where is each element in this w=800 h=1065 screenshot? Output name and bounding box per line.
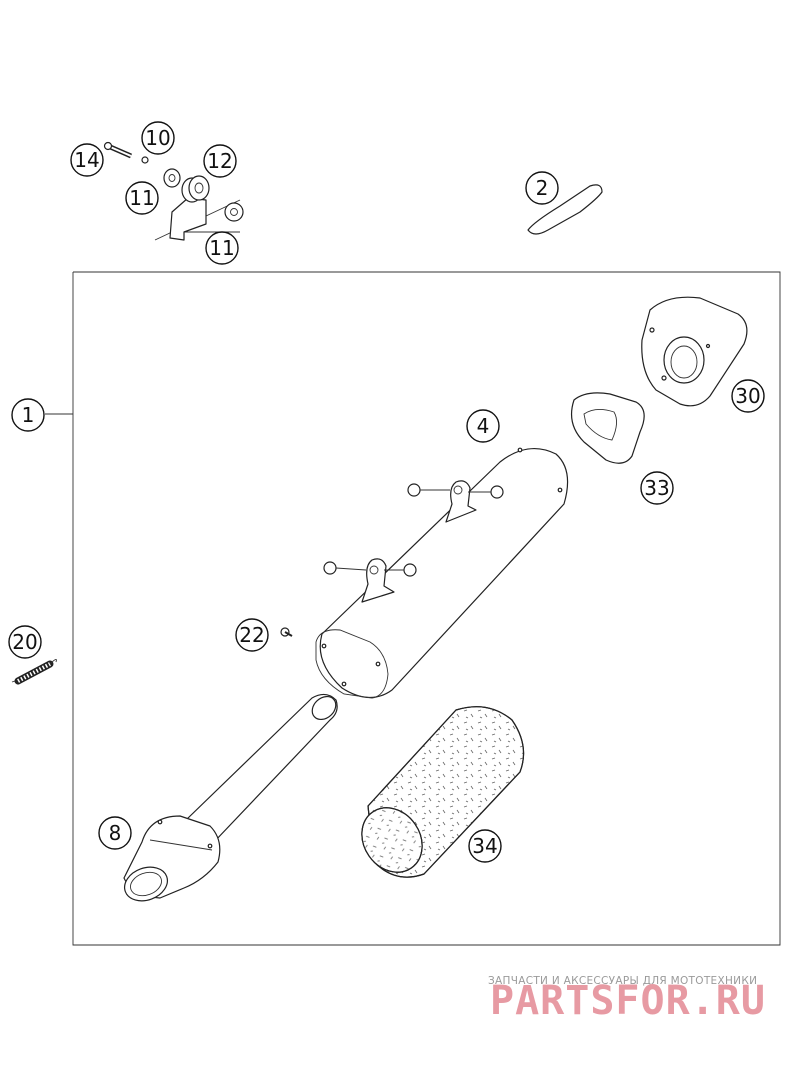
callout-30: 30 [731,379,765,413]
callout-2: 2 [525,171,559,205]
silencer-body [315,447,569,699]
callout-14: 14 [70,143,104,177]
mounting-bracket [169,197,207,241]
screw [280,627,293,637]
callout-20: 20 [8,625,42,659]
svg-text:22: 22 [239,623,264,647]
svg-text:1: 1 [22,403,35,427]
assembly-frame [45,271,781,946]
rubber-bushing [181,175,210,203]
end-cap-gasket [571,392,645,464]
svg-text:14: 14 [74,148,99,172]
silencer-mount-upper [445,480,477,523]
svg-text:11: 11 [129,186,154,210]
svg-text:2: 2 [536,176,549,200]
svg-text:10: 10 [145,126,170,150]
callout-4: 4 [466,409,500,443]
svg-text:34: 34 [472,834,497,858]
silencer-packing [361,706,525,878]
svg-text:4: 4 [477,414,490,438]
bolt [103,141,132,159]
svg-text:33: 33 [644,476,669,500]
svg-text:8: 8 [109,821,122,845]
svg-text:30: 30 [735,384,760,408]
watermark-tagline: ЗАПЧАСТИ И АКСЕССУАРЫ ДЛЯ МОТОТЕХНИКИ [488,975,757,987]
svg-text:20: 20 [12,630,37,654]
callout-11-bottom: 11 [205,231,239,265]
callout-10: 10 [141,121,175,155]
end-cap-cover [641,296,748,407]
silencer-inner-tube [123,693,338,902]
watermark: ЗАПЧАСТИ И АКСЕССУАРЫ ДЛЯ МОТОТЕХНИКИ PA… [488,975,766,1024]
mounting-hardware-group [103,141,244,241]
callout-12: 12 [203,144,237,178]
callout-1: 1 [11,398,45,432]
rubber-grommet-bottom [224,202,244,222]
callout-34: 34 [468,829,502,863]
washer-small [141,156,149,164]
washer [407,483,421,497]
exhaust-spring [11,659,57,685]
svg-text:11: 11 [209,236,234,260]
callout-8: 8 [98,816,132,850]
callout-11-top: 11 [125,181,159,215]
heat-protector-strip [527,184,603,235]
callout-22: 22 [235,618,269,652]
callout-33: 33 [640,471,674,505]
rubber-grommet-top [163,168,181,188]
svg-text:12: 12 [207,149,232,173]
watermark-brand: PARTSFOR.RU [490,978,766,1024]
